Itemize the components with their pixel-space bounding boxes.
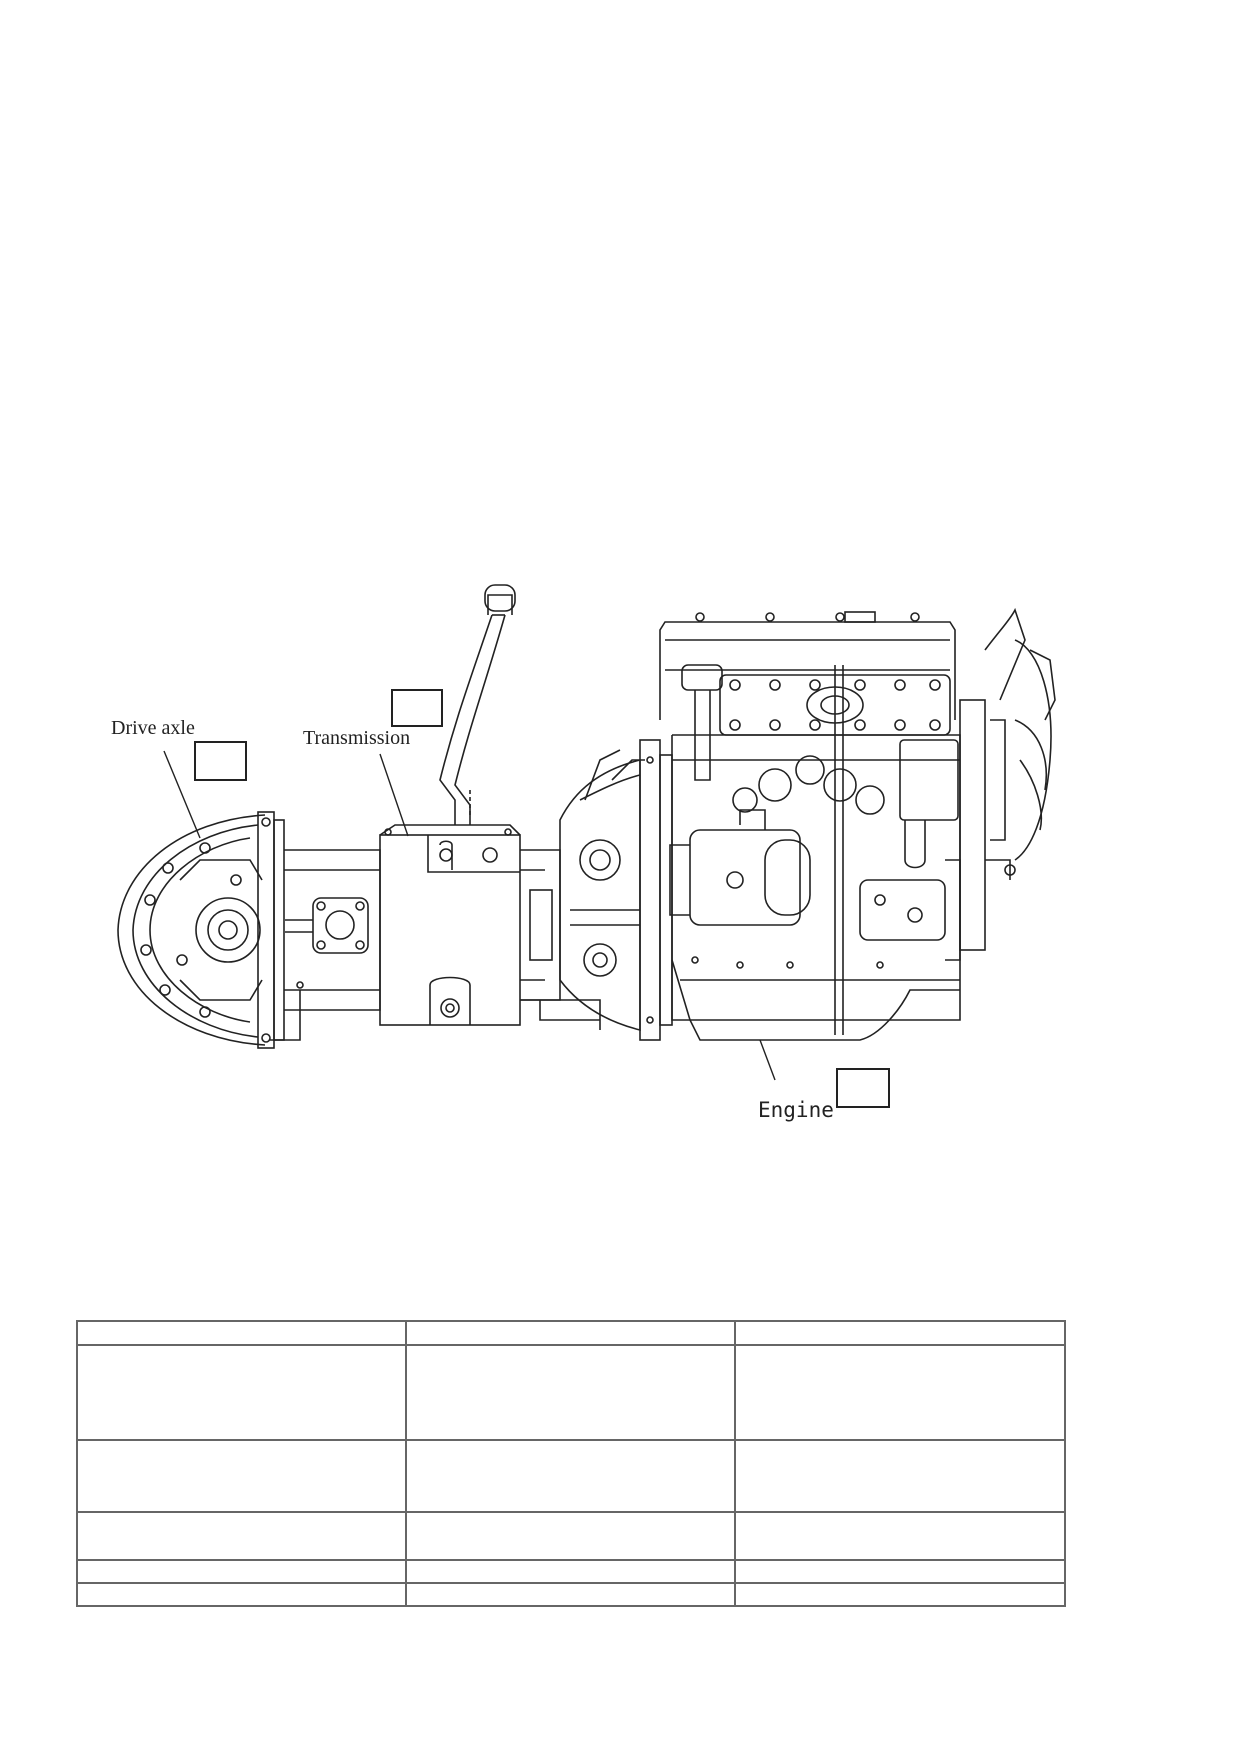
table-cell	[405, 1582, 736, 1607]
table-cell	[76, 1344, 407, 1441]
table-cell	[734, 1439, 1066, 1513]
spec-table	[76, 1320, 1066, 1607]
label-transmission: Transmission	[303, 727, 411, 749]
table-cell	[76, 1439, 407, 1513]
callout-box-engine	[836, 1068, 890, 1108]
table-cell	[76, 1511, 407, 1561]
table-cell	[734, 1344, 1066, 1441]
table-cell	[405, 1439, 736, 1513]
callout-box-drive-axle	[194, 741, 247, 781]
table-cell	[405, 1511, 736, 1561]
table-cell	[734, 1320, 1066, 1346]
clutch-housing-drawing	[559, 739, 673, 1041]
table-cell	[405, 1344, 736, 1441]
table-row	[76, 1559, 1066, 1584]
drive-axle-drawing	[117, 811, 381, 1049]
table-row	[76, 1439, 1066, 1513]
table-cell	[405, 1559, 736, 1584]
table-row	[76, 1344, 1066, 1441]
label-drive-axle: Drive axle	[111, 717, 195, 739]
table-row	[76, 1511, 1066, 1561]
table-cell	[76, 1582, 407, 1607]
label-engine: Engine	[758, 1098, 834, 1122]
table-cell	[76, 1559, 407, 1584]
table-cell	[76, 1320, 407, 1346]
table-cell	[734, 1582, 1066, 1607]
table-cell	[734, 1559, 1066, 1584]
leader-lines	[163, 750, 776, 1081]
engine-drawing	[659, 607, 1056, 1041]
callout-box-transmission	[391, 689, 443, 727]
table-cell	[405, 1320, 736, 1346]
table-row	[76, 1320, 1066, 1346]
table-cell	[734, 1511, 1066, 1561]
table-row	[76, 1582, 1066, 1607]
